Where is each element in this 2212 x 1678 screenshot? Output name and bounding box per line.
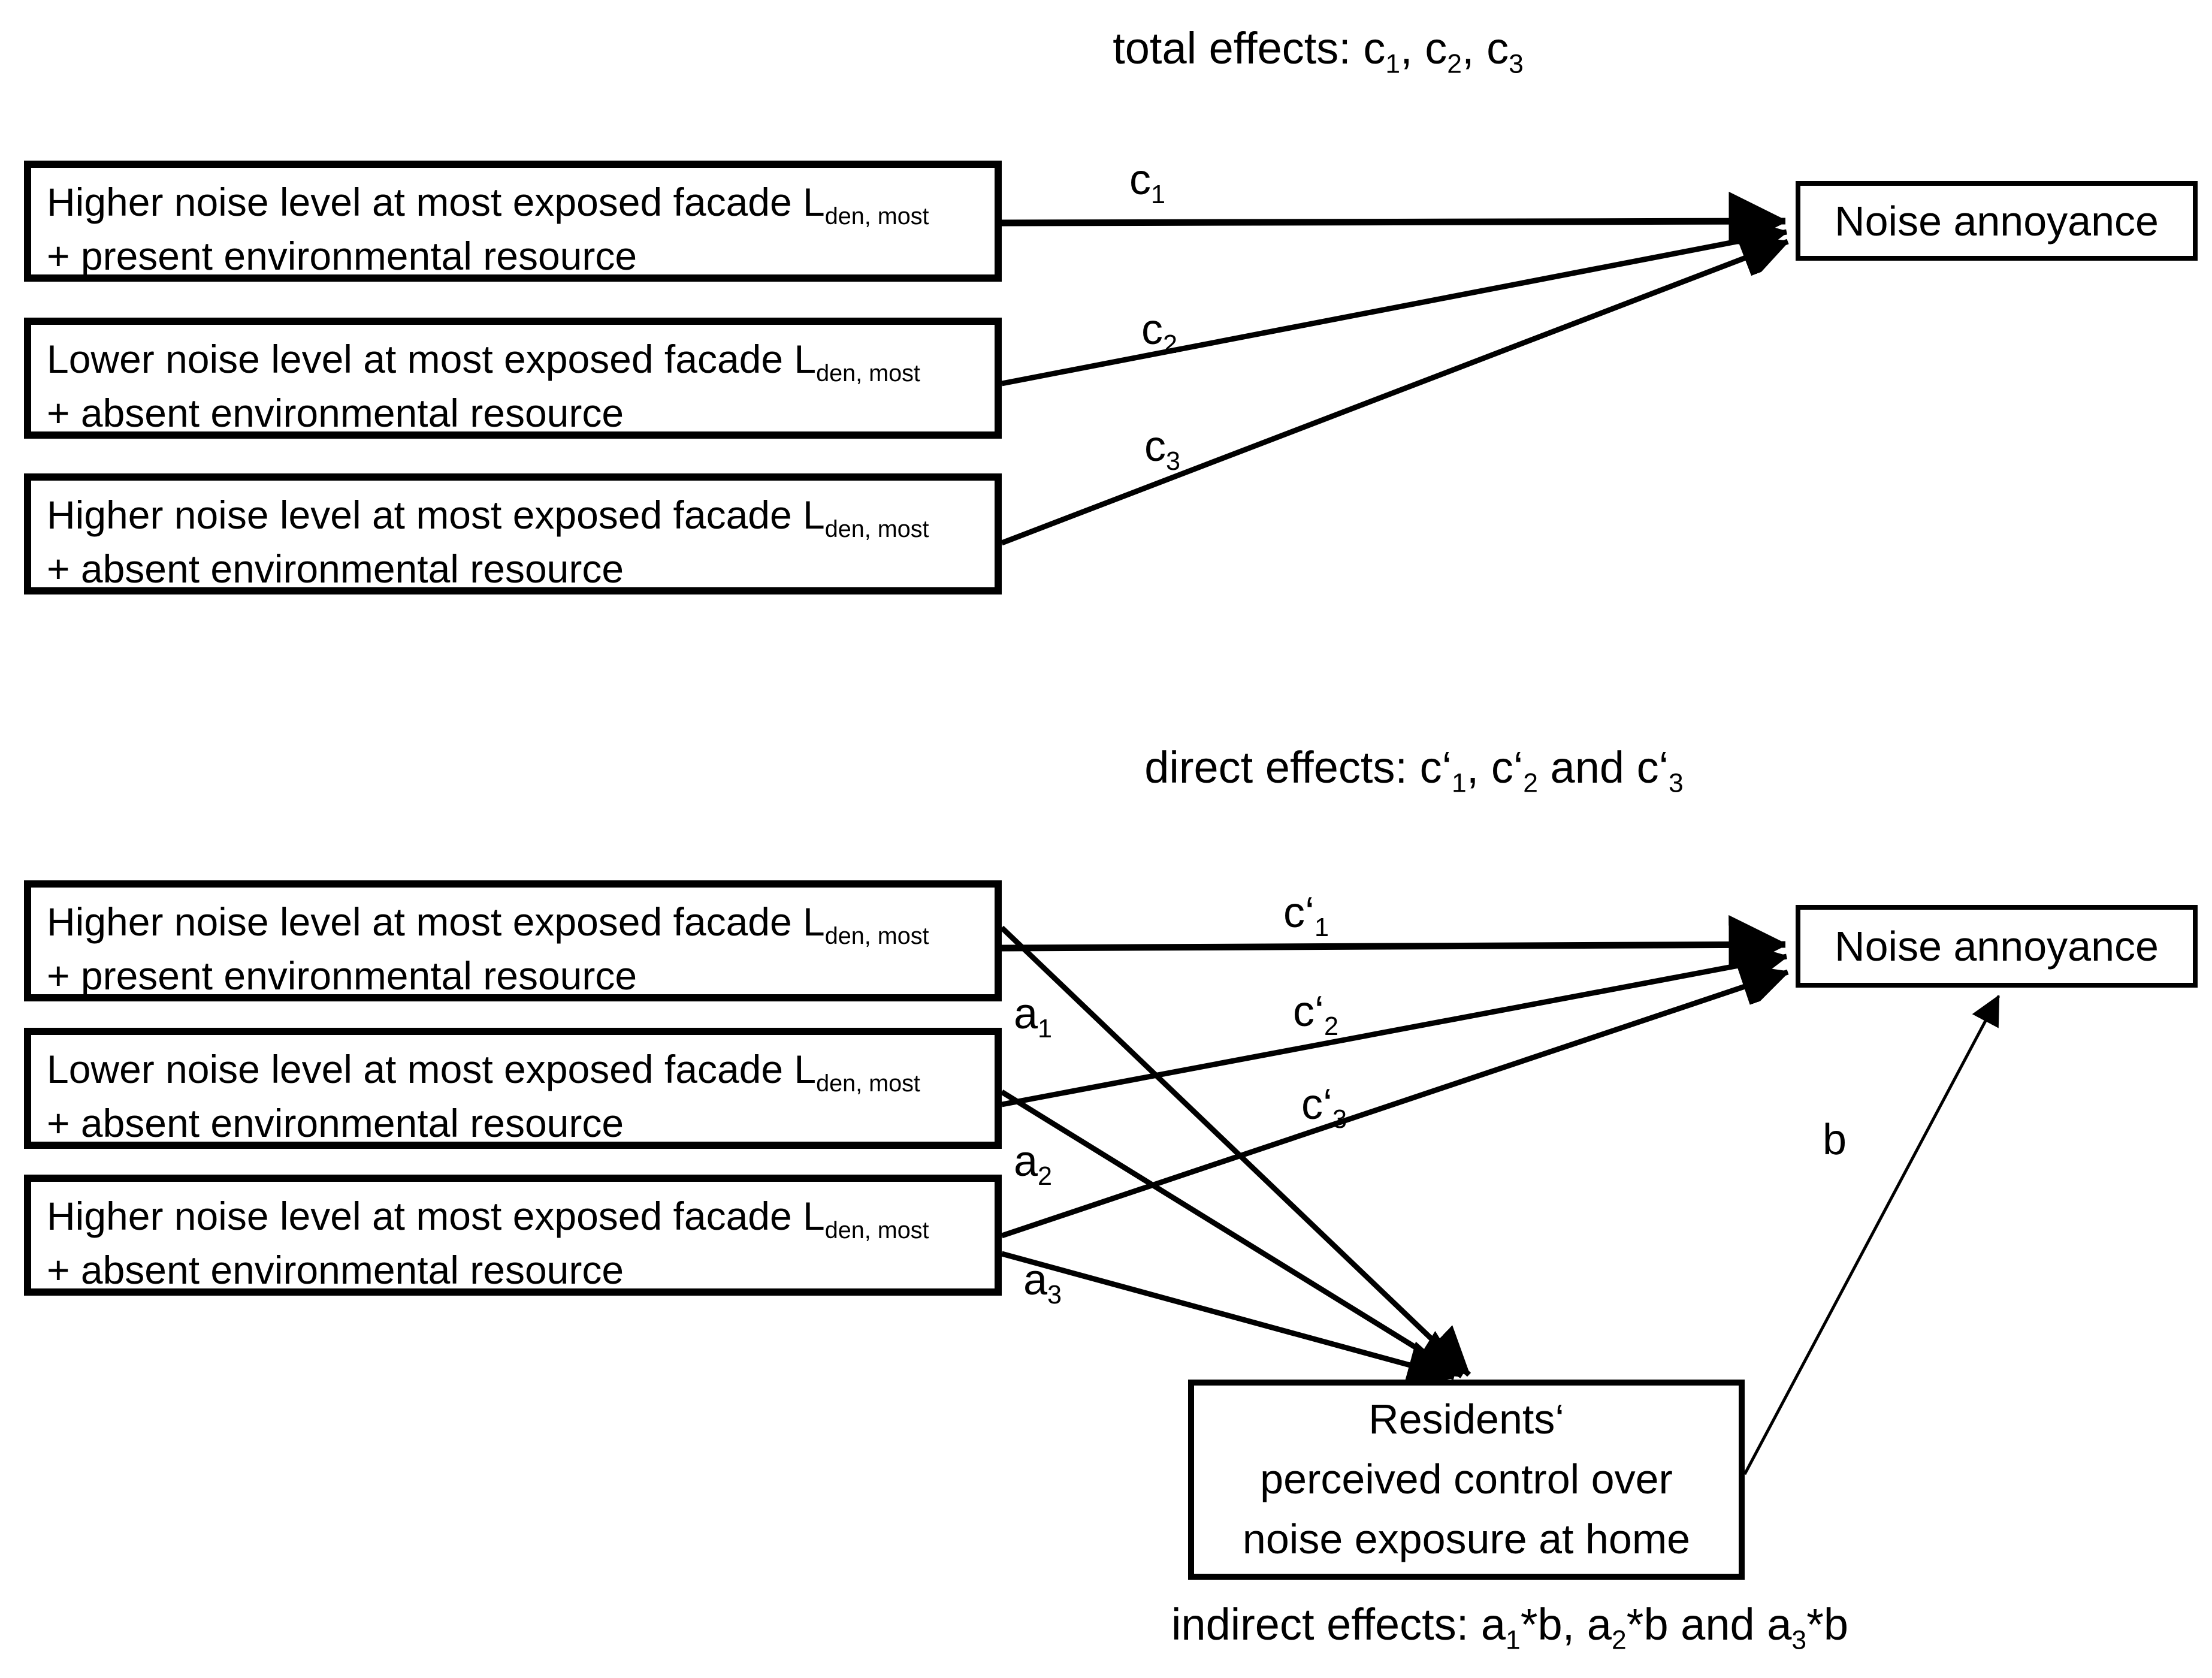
predictor-box-higher-absent-total: Higher noise level at most exposed facad… [24,473,1002,594]
arrow-path-c2 [1001,232,1787,387]
arrow-path-a1 [999,925,1471,1377]
path-label-a1: a1 [1013,990,1053,1044]
path-label-a2: a2 [1013,1137,1053,1191]
predictor-box-lower-absent-direct: Lower noise level at most exposed facade… [24,1028,1002,1149]
outcome-box-noise-annoyance-total: Noise annoyance [1796,181,2198,261]
predictor-line2: + absent environmental resource [47,1248,624,1292]
outcome-label: Noise annoyance [1835,923,2159,970]
indirect-effects-caption: indirect effects: a1*b, a2*b and a3*b [1171,1599,1849,1655]
predictor-box-lower-absent-total: Lower noise level at most exposed facade… [24,318,1002,439]
path-label-c3: c3 [1144,422,1181,476]
path-label-b: b [1822,1116,1847,1164]
outcome-label: Noise annoyance [1835,197,2159,245]
path-label-c1-prime: c‘1 [1283,889,1329,943]
total-effects-title: total effects: c1, c2, c3 [1113,23,1524,79]
arrow-path-c1-prime [1001,944,1786,948]
arrow-path-c3-prime [1001,972,1788,1239]
path-label-c3-prime: c‘3 [1301,1081,1347,1134]
mediator-line2: perceived control over [1260,1456,1673,1502]
arrow-path-a3 [1001,1251,1454,1377]
mediator-line3: noise exposure at home [1242,1516,1691,1562]
arrow-path-c2-prime [1001,956,1787,1107]
predictor-line1: Higher noise level at most exposed facad… [47,493,929,542]
predictor-box-higher-absent-direct: Higher noise level at most exposed facad… [24,1175,1002,1296]
predictor-line2: + absent environmental resource [47,391,624,435]
mediator-box-perceived-control: Residents‘ perceived control over noise … [1188,1380,1745,1580]
path-label-c2-prime: c‘2 [1292,988,1339,1042]
predictor-line1: Higher noise level at most exposed facad… [47,1194,929,1244]
arrow-path-c3 [1001,242,1788,546]
arrow-path-c1 [1001,221,1786,223]
predictor-line1: Lower noise level at most exposed facade… [47,337,920,387]
path-label-c1: c1 [1129,156,1166,210]
predictor-line2: + absent environmental resource [47,1101,624,1145]
predictor-box-higher-present-direct: Higher noise level at most exposed facad… [24,880,1002,1001]
direct-effects-title: direct effects: c‘1, c‘2 and c‘3 [1144,743,1684,798]
outcome-box-noise-annoyance-direct: Noise annoyance [1796,905,2198,988]
path-label-c2: c2 [1141,306,1178,360]
predictor-line1: Higher noise level at most exposed facad… [47,900,929,949]
predictor-box-higher-present-total: Higher noise level at most exposed facad… [24,161,1002,282]
arrow-path-b [1743,994,2001,1475]
predictor-line2: + present environmental resource [47,953,637,998]
path-label-a3: a3 [1023,1256,1062,1310]
predictor-line2: + present environmental resource [47,234,637,278]
arrow-path-a2 [1000,1090,1462,1378]
mediator-line1: Residents‘ [1368,1396,1564,1442]
predictor-line1: Higher noise level at most exposed facad… [47,180,929,230]
predictor-line1: Lower noise level at most exposed facade… [47,1047,920,1097]
predictor-line2: + absent environmental resource [47,547,624,591]
